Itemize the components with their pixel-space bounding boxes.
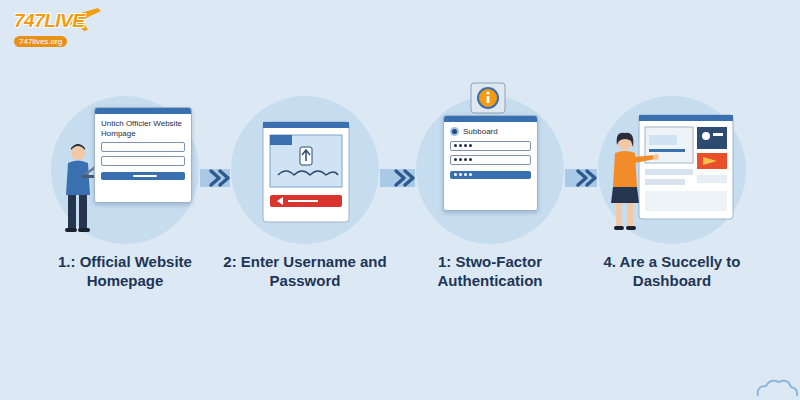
step-circle: 1: Stwo-Factor AuthenticationSubboard	[415, 95, 565, 245]
chevron-head	[578, 171, 586, 185]
window-title-bar	[95, 108, 191, 114]
step-circle: 2: Enter Username and Password	[230, 95, 380, 245]
dashboard-illustration	[597, 95, 747, 245]
password-dot	[459, 158, 462, 161]
button-line	[133, 175, 157, 177]
password-dot	[459, 173, 462, 176]
password-dot	[454, 144, 457, 147]
chevron-head	[405, 171, 413, 185]
chevron-head	[396, 171, 404, 185]
password-dot	[459, 144, 462, 147]
password-dot	[464, 158, 467, 161]
password-field	[450, 141, 531, 151]
site-logo	[450, 127, 459, 136]
step-circle: 4. Are a Succelly to Dashboard	[597, 95, 747, 245]
circle-outline	[598, 96, 746, 244]
password-dot	[454, 158, 457, 161]
browser-window: Untich Officler Website Hompage	[94, 107, 192, 203]
brand-logo: 747LIVE	[14, 10, 84, 32]
connector-band	[200, 169, 230, 187]
chevron-connector	[200, 171, 230, 185]
chevron-head	[220, 171, 228, 185]
password-dot	[464, 144, 467, 147]
password-dot	[469, 158, 472, 161]
window-text: Untich Officler Website Hompage	[101, 119, 185, 138]
chevron-connector	[380, 171, 415, 185]
step-label: 4. Are a Succelly to Dashboard	[582, 253, 762, 291]
step-label: 1.: Official Website Homepage	[35, 253, 215, 291]
window-heading-row: Subboard	[444, 127, 537, 137]
code-button	[450, 171, 531, 179]
brand-url: 747lives.org	[14, 36, 67, 47]
step-label: 1: Stwo-Factor Authentication	[400, 253, 580, 291]
password-dot	[454, 173, 457, 176]
cloud-icon	[758, 381, 797, 396]
password-dot	[469, 173, 472, 176]
step-label: 2: Enter Username and Password	[215, 253, 395, 291]
chevron-connector	[565, 171, 597, 185]
window-title-bar	[444, 116, 537, 122]
login-window-illustration	[230, 95, 380, 245]
chevron-head	[211, 171, 219, 185]
input-field	[101, 156, 185, 166]
connector-band	[380, 169, 415, 187]
connector-band	[565, 169, 597, 187]
browser-window: Subboard	[443, 115, 538, 211]
circle-outline	[416, 96, 564, 244]
step-circle: 1.: Official Website HomepageUntich Offi…	[50, 95, 200, 245]
chevron-head	[587, 171, 595, 185]
window-heading-row: Untich Officler Website Hompage	[95, 119, 191, 138]
window-text: Subboard	[463, 127, 498, 137]
password-field	[450, 155, 531, 165]
password-dot	[469, 144, 472, 147]
password-dot	[464, 173, 467, 176]
input-field	[101, 142, 185, 152]
circle-outline	[231, 96, 379, 244]
login-button	[101, 172, 185, 180]
circle-outline	[51, 96, 199, 244]
